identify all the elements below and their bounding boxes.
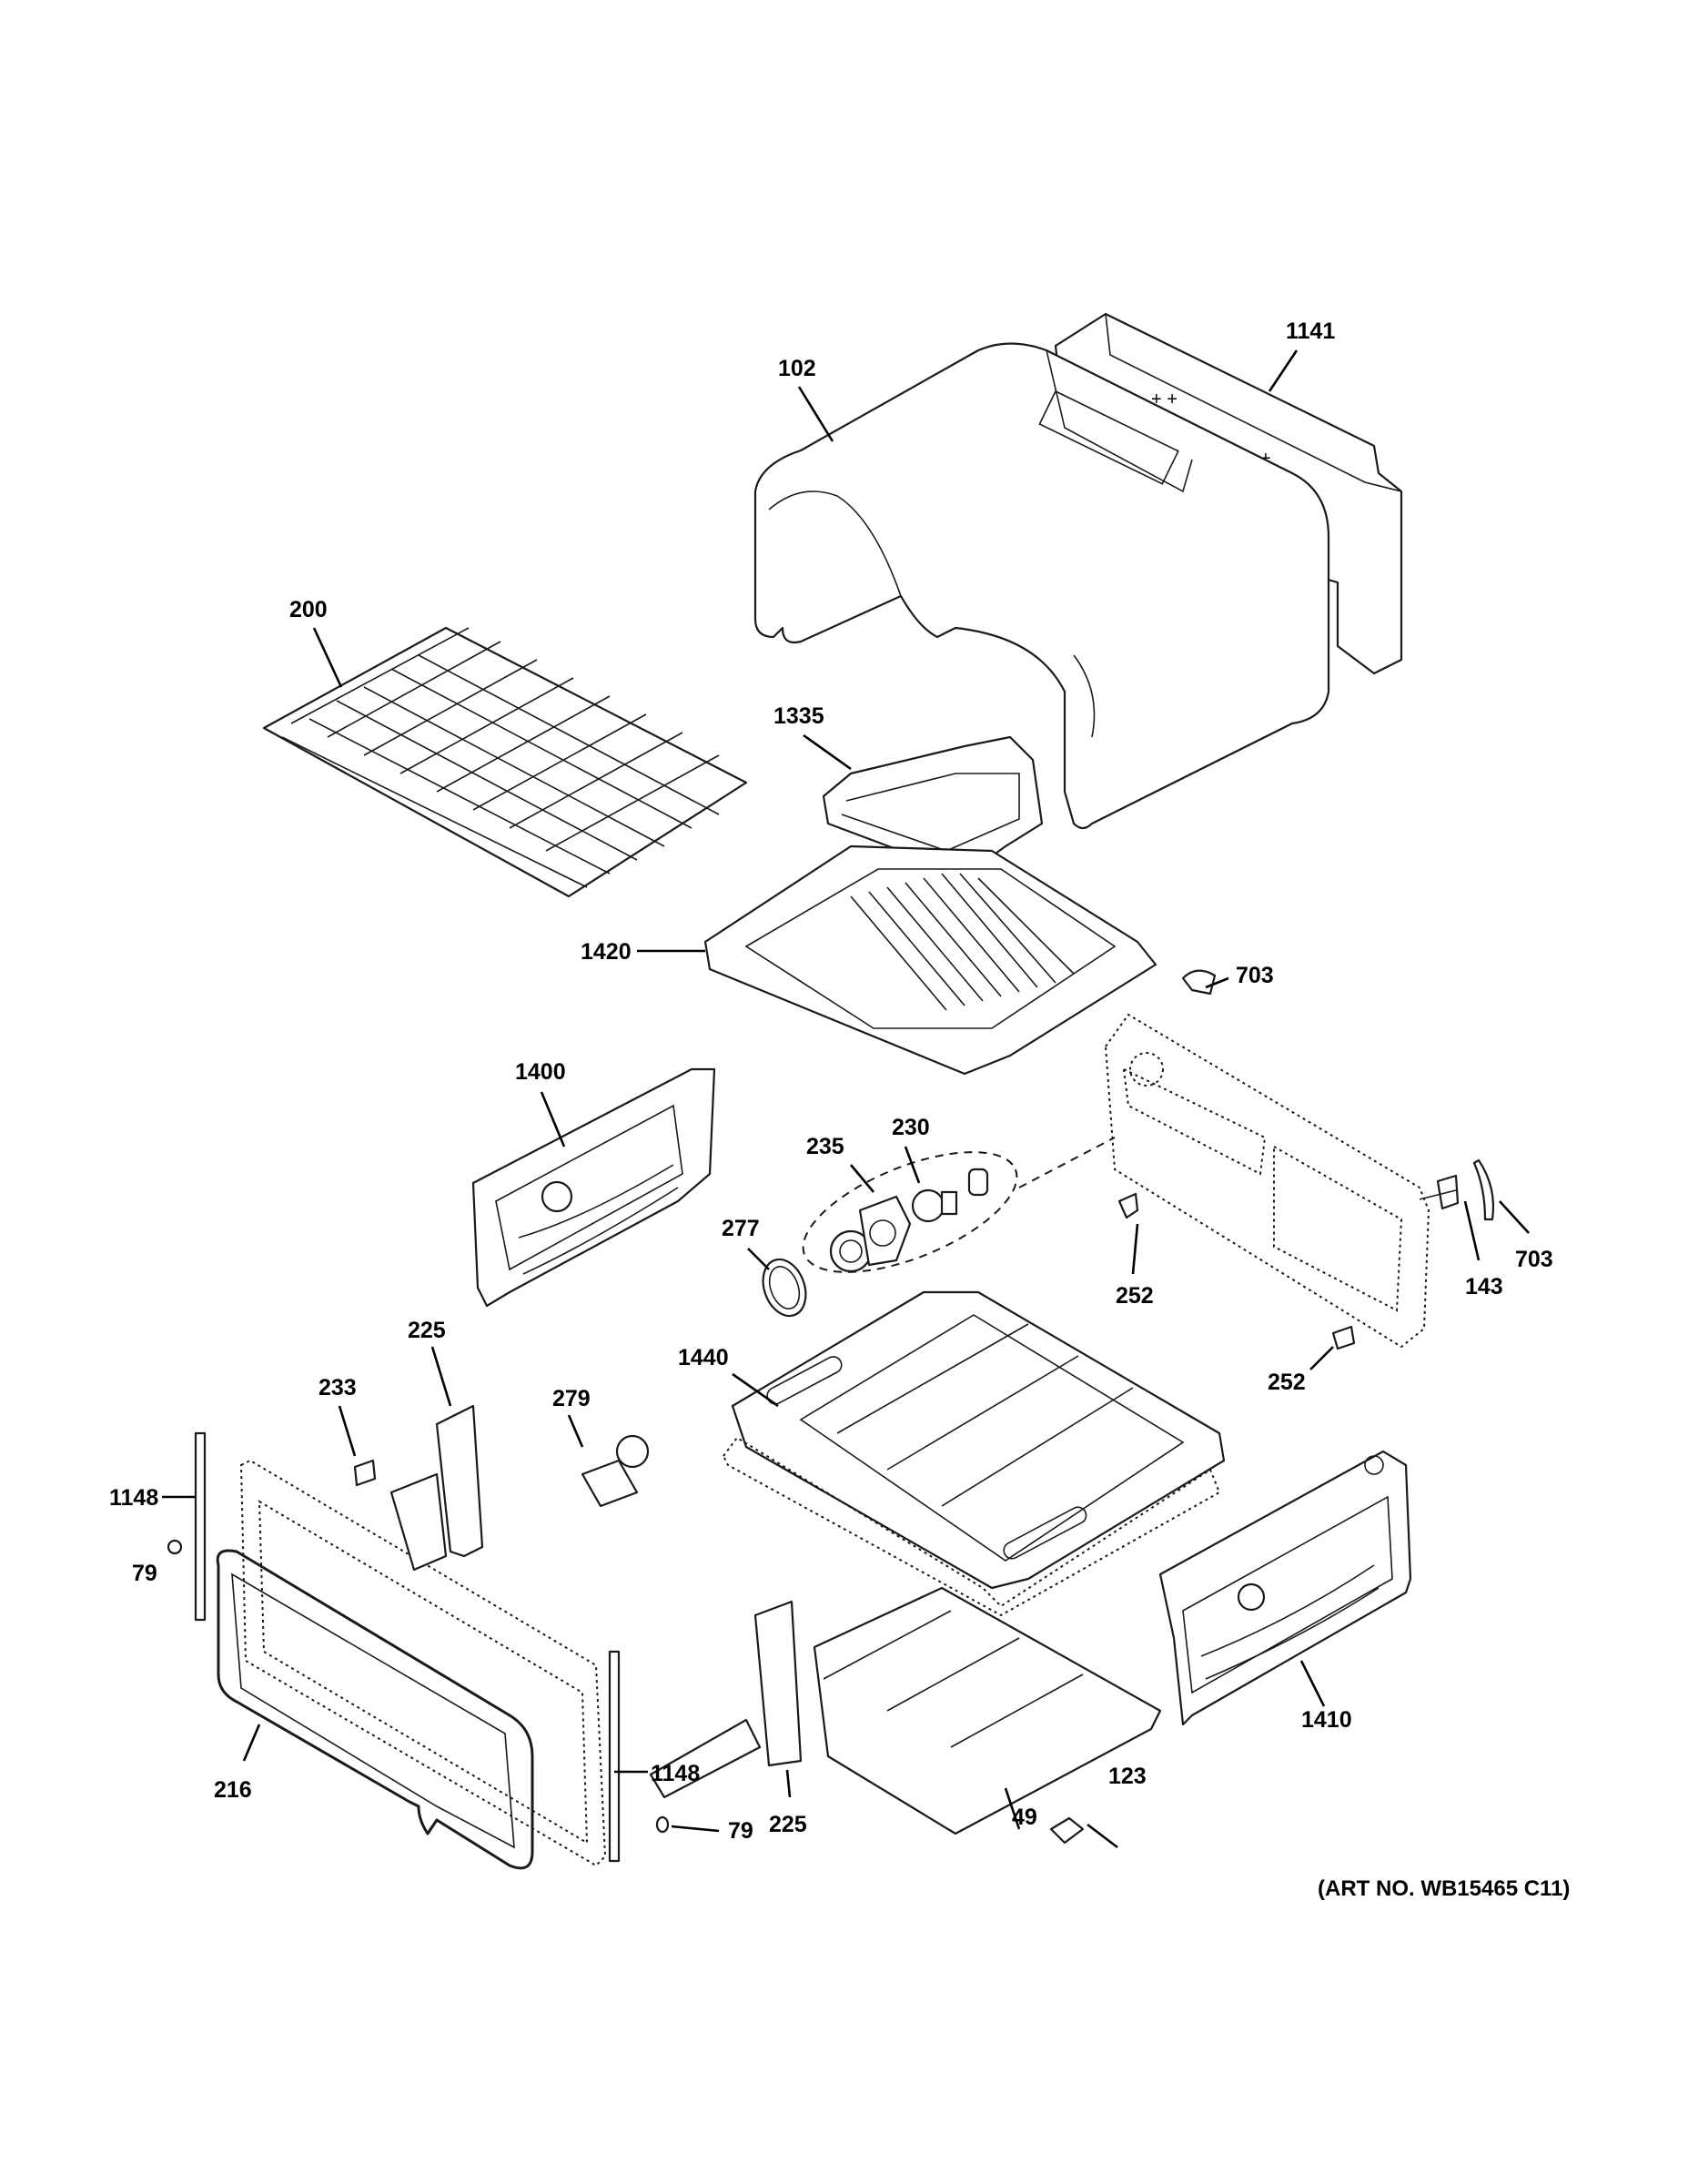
part-703-bracket-top [1181, 969, 1217, 996]
callout-230: 230 [892, 1115, 930, 1140]
part-123-clip [1049, 1816, 1085, 1845]
part-79-washer-right [655, 1815, 670, 1834]
callout-225-upper: 225 [408, 1318, 446, 1343]
callout-703-right: 703 [1515, 1247, 1553, 1272]
callout-49: 49 [1012, 1805, 1037, 1830]
part-49-bottom-shield [813, 1586, 1162, 1835]
part-279-thermostat [581, 1434, 650, 1508]
callout-1148-left: 1148 [109, 1485, 158, 1511]
callout-1148-right: 1148 [651, 1761, 700, 1786]
part-277-gasket [762, 1258, 807, 1318]
part-216-door-gasket [216, 1549, 534, 1870]
part-1148-seal-right [608, 1650, 621, 1863]
callout-123: 123 [1108, 1764, 1147, 1789]
light-alignment-line [1018, 1137, 1116, 1188]
callout-1141: 1141 [1286, 318, 1335, 344]
part-252-bracket-a [1117, 1192, 1139, 1219]
callout-703-top: 703 [1236, 963, 1274, 988]
callout-102: 102 [778, 356, 816, 381]
part-230-light-bulb [911, 1168, 989, 1223]
svg-text:+ +: + + [1151, 389, 1178, 410]
svg-text:+: + [1260, 449, 1271, 469]
callout-216: 216 [214, 1777, 252, 1803]
callout-1410: 1410 [1301, 1707, 1352, 1733]
part-233-pin [353, 1459, 377, 1487]
part-200-oven-rack [262, 626, 748, 898]
part-1410-right-side-trim [1158, 1450, 1412, 1726]
part-102-oven-wrapper [753, 342, 1330, 830]
part-oven-door-frame [239, 1459, 607, 1867]
callout-1440: 1440 [678, 1345, 729, 1370]
callout-1420: 1420 [581, 939, 632, 965]
part-225-hinge-lower [649, 1600, 803, 1799]
part-143-latch [1419, 1174, 1460, 1210]
callout-252-lower: 252 [1268, 1370, 1306, 1395]
part-1400-left-side-panel [471, 1067, 716, 1308]
callout-225-lower: 225 [769, 1812, 807, 1837]
part-703-bracket-right [1472, 1158, 1495, 1221]
callout-143: 143 [1465, 1274, 1503, 1299]
part-235-light-assembly [802, 1151, 1018, 1273]
part-1148-seal-left [194, 1431, 207, 1622]
part-1420-oven-bottom [703, 844, 1157, 1076]
part-225-hinge-upper [389, 1404, 484, 1572]
part-oven-right-side-panel [1104, 1013, 1430, 1349]
leader-lines [162, 349, 1530, 1849]
callout-279: 279 [552, 1386, 591, 1411]
callout-1335: 1335 [773, 703, 824, 729]
callout-1400: 1400 [515, 1059, 566, 1085]
callout-79-left: 79 [132, 1561, 157, 1586]
callout-252-upper: 252 [1116, 1283, 1154, 1309]
part-1440-oven-top [722, 1290, 1226, 1617]
part-252-bracket-b [1331, 1325, 1356, 1350]
callout-233: 233 [318, 1375, 357, 1400]
callout-79-right: 79 [728, 1818, 753, 1844]
callout-277: 277 [722, 1216, 760, 1241]
callout-235: 235 [806, 1134, 844, 1159]
art-number: (ART NO. WB15465 C11) [1318, 1876, 1570, 1901]
part-79-washer-left [167, 1539, 183, 1555]
callout-200: 200 [289, 597, 328, 622]
